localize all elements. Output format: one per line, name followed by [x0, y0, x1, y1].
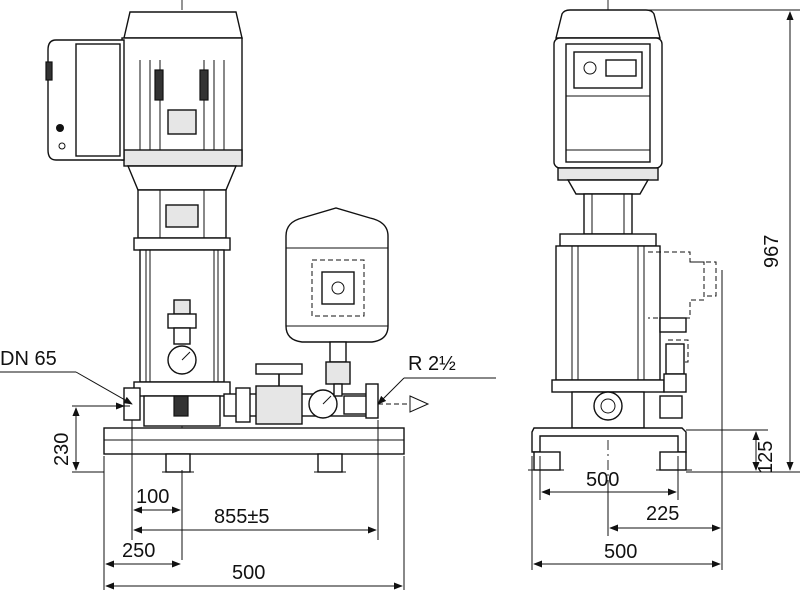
dim-side-base-width: 500	[604, 541, 637, 563]
side-inlet-flange-icon	[593, 391, 623, 421]
outlet-leader	[377, 377, 405, 405]
side-pump-head	[559, 233, 657, 247]
dim-side-inner-width: 500	[586, 469, 619, 491]
cable-gland-icon	[56, 124, 64, 132]
outlet-label: R 2½	[408, 353, 456, 375]
drain-valve	[173, 395, 189, 417]
inlet-leader	[75, 371, 133, 405]
terminal-box-latch	[45, 61, 53, 81]
side-pump-foot	[551, 379, 665, 393]
side-motor-flange	[557, 167, 659, 181]
dim-pipe-length: 855±5	[214, 506, 269, 528]
dim-axis-offset: 250	[122, 540, 155, 562]
dim-side-right-offset: 225	[646, 503, 679, 525]
inlet-label: DN 65	[0, 348, 57, 370]
tank-valve	[325, 361, 351, 385]
tank-connection	[329, 341, 347, 363]
side-damper-right	[659, 451, 687, 471]
side-base-frame	[531, 427, 687, 453]
motor-flange	[123, 149, 243, 167]
side-lantern	[583, 193, 633, 235]
motor-housing	[121, 37, 243, 161]
outlet-flow-arrow	[409, 395, 430, 413]
dim-side-base-height: 125	[755, 441, 777, 474]
side-fan-cover	[555, 9, 661, 39]
base-frame-front	[103, 427, 405, 455]
pump-foot	[133, 381, 231, 397]
front-dimensions: DN 65 R 2½ 230 100 855±5 250 500	[0, 348, 456, 590]
pressure-sensor-body	[167, 313, 197, 329]
lantern-top	[126, 165, 238, 191]
side-discharge-valve	[659, 317, 687, 333]
motor-fan-cover	[123, 11, 243, 39]
dim-total-height: 967	[761, 235, 783, 268]
side-control-knob-icon	[583, 61, 597, 75]
valve-handwheel	[255, 363, 303, 375]
shutoff-valve	[255, 385, 303, 425]
side-dimensions: 967 125 500 225 500	[531, 9, 800, 570]
side-display-screen	[605, 59, 637, 77]
vibration-damper-left	[165, 453, 191, 473]
side-pump-casing	[555, 245, 661, 381]
cable-gland-small-icon	[58, 142, 66, 150]
coupling-guard	[165, 204, 199, 228]
side-pressure-switch	[665, 343, 685, 375]
dim-inlet-offset: 100	[136, 486, 169, 508]
vibration-damper-right	[317, 453, 343, 473]
dim-base-height: 230	[51, 433, 73, 466]
side-tank-hidden	[648, 251, 705, 319]
terminal-box-cover	[75, 43, 121, 157]
pump-head-flange	[133, 237, 231, 251]
side-view: 967 125 500 225 500	[528, 0, 800, 570]
dim-front-width: 500	[232, 562, 265, 584]
pressure-sensor-neck	[173, 327, 191, 345]
tank-nameplate	[321, 271, 355, 305]
side-outlet-fitting	[659, 395, 683, 419]
motor-cooling-fins	[139, 60, 225, 150]
front-view: DN 65 R 2½ 230 100 855±5 250 500	[0, 0, 496, 590]
outlet-thread	[365, 383, 379, 419]
side-damper-left	[533, 451, 561, 471]
pressure-sensor-fitting	[173, 299, 191, 315]
